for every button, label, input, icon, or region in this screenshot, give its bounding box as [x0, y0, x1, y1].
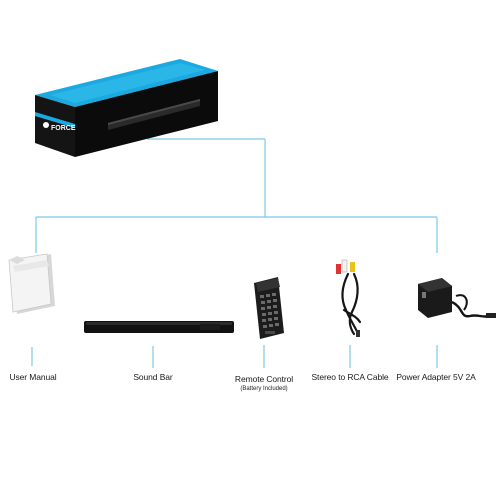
label-remote-control: Remote Control [234, 374, 294, 384]
power-adapter-image [418, 278, 496, 318]
label-power-adapter: Power Adapter 5V 2A [396, 372, 476, 382]
rca-white-plug [341, 259, 348, 273]
brand-logo-icon [43, 122, 49, 128]
box-brand-text: FORCE [51, 125, 76, 132]
rca-red-plug [336, 264, 341, 274]
rca-yellow-plug [350, 262, 355, 272]
rca-cable-image [336, 259, 362, 337]
remote-control-image [254, 277, 284, 339]
label-user-manual: User Manual [9, 372, 57, 382]
user-manual-image [8, 253, 55, 314]
sublabel-remote-control: (Battery Included) [240, 386, 288, 392]
sound-bar-image [84, 321, 234, 333]
box-end-face [35, 95, 75, 157]
label-sound-bar: Sound Bar [133, 372, 173, 382]
sound-bar-package-box: FORCE [35, 59, 218, 157]
label-rca-cable: Stereo to RCA Cable [311, 372, 389, 382]
